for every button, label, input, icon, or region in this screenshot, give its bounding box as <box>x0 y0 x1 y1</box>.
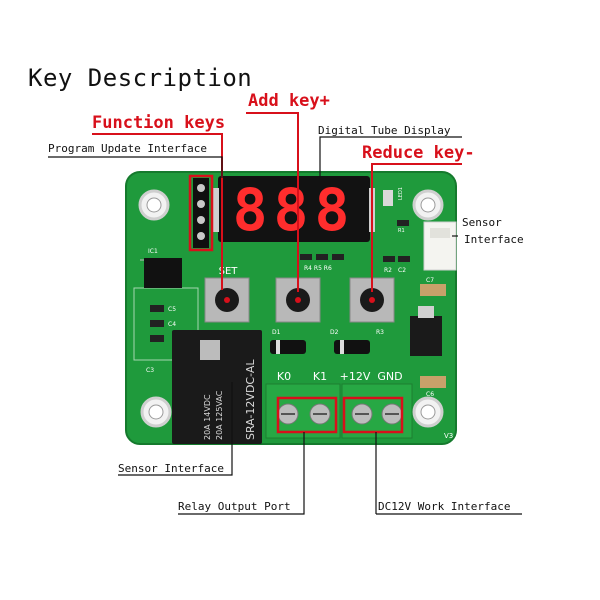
leader-relay-output <box>178 432 305 515</box>
sensor-interface-right-line2: Interface <box>464 233 524 246</box>
power-terminal-highlight <box>342 396 404 434</box>
silk-r3: R3 <box>376 329 384 336</box>
program-header-highlight <box>188 174 214 252</box>
digital-display-label: Digital Tube Display <box>318 124 451 137</box>
program-header <box>193 178 209 248</box>
regulator <box>410 306 442 356</box>
dc12v-label: DC12V Work Interface <box>378 500 511 513</box>
relay <box>172 330 262 444</box>
leader-reduce-key <box>371 163 462 292</box>
leader-function-keys <box>92 133 223 290</box>
relay-terminal-highlight <box>276 396 338 434</box>
function-keys-label: Function keys <box>92 113 226 133</box>
callout-boxes <box>188 174 404 434</box>
leader-add-key <box>246 112 299 292</box>
terminal-block-power <box>341 383 413 439</box>
board-labels: 888 SET K0 K1 +12V GND SRA-12VDC-AL 20A … <box>146 176 453 440</box>
leader-sensor-bottom <box>118 382 233 476</box>
relay-rating-2: 20A 125VAC <box>215 390 224 440</box>
silk-r4r5r6: R4 R5 R6 <box>304 265 332 272</box>
program-update-label: Program Update Interface <box>48 142 207 155</box>
silk-led1: LED1 <box>398 187 404 200</box>
sensor-interface-right-line1: Sensor <box>462 216 502 229</box>
silk-r1: R1 <box>398 228 405 234</box>
mounting-hole <box>412 396 444 428</box>
diode <box>270 340 306 354</box>
silk-d1: D1 <box>272 329 281 336</box>
silk-c7: C7 <box>426 277 434 284</box>
mounting-hole <box>138 189 170 221</box>
diode <box>334 340 370 354</box>
ic-chip <box>140 258 182 288</box>
mounting-hole <box>412 189 444 221</box>
leader-program-update <box>48 156 223 178</box>
silk-c4: C4 <box>168 321 176 328</box>
silk-c6: C6 <box>426 391 434 398</box>
mounting-hole <box>140 396 172 428</box>
sensor-connector <box>423 221 457 271</box>
terminal-label-gnd: GND <box>377 370 402 383</box>
silk-v3: V3 <box>444 432 453 440</box>
set-button[interactable] <box>204 277 250 323</box>
silk-ic1: IC1 <box>148 248 158 255</box>
reduce-key-label: Reduce key- <box>362 143 475 163</box>
terminal-label-12v: +12V <box>340 370 371 383</box>
smd-components <box>150 190 446 388</box>
display-digits: 888 <box>233 176 356 244</box>
silk-c2: C2 <box>398 267 406 274</box>
silk-c3: C3 <box>146 367 154 374</box>
relay-model: SRA-12VDC-AL <box>244 359 257 440</box>
relay-output-label: Relay Output Port <box>178 500 291 513</box>
silk-d2: D2 <box>330 329 339 336</box>
set-label: SET <box>219 266 239 277</box>
leader-display <box>319 136 462 178</box>
pcb-board <box>125 171 457 445</box>
sensor-interface-bottom-label: Sensor Interface <box>118 462 224 475</box>
page-title: Key Description <box>28 64 253 92</box>
terminal-label-k1: K1 <box>313 370 327 383</box>
relay-rating-1: 20A 14VDC <box>203 394 212 440</box>
callout-lines <box>48 112 522 515</box>
silk-c5: C5 <box>168 306 176 313</box>
terminal-label-k0: K0 <box>277 370 291 383</box>
add-key-label: Add key+ <box>248 91 330 111</box>
silk-r2: R2 <box>384 267 392 274</box>
